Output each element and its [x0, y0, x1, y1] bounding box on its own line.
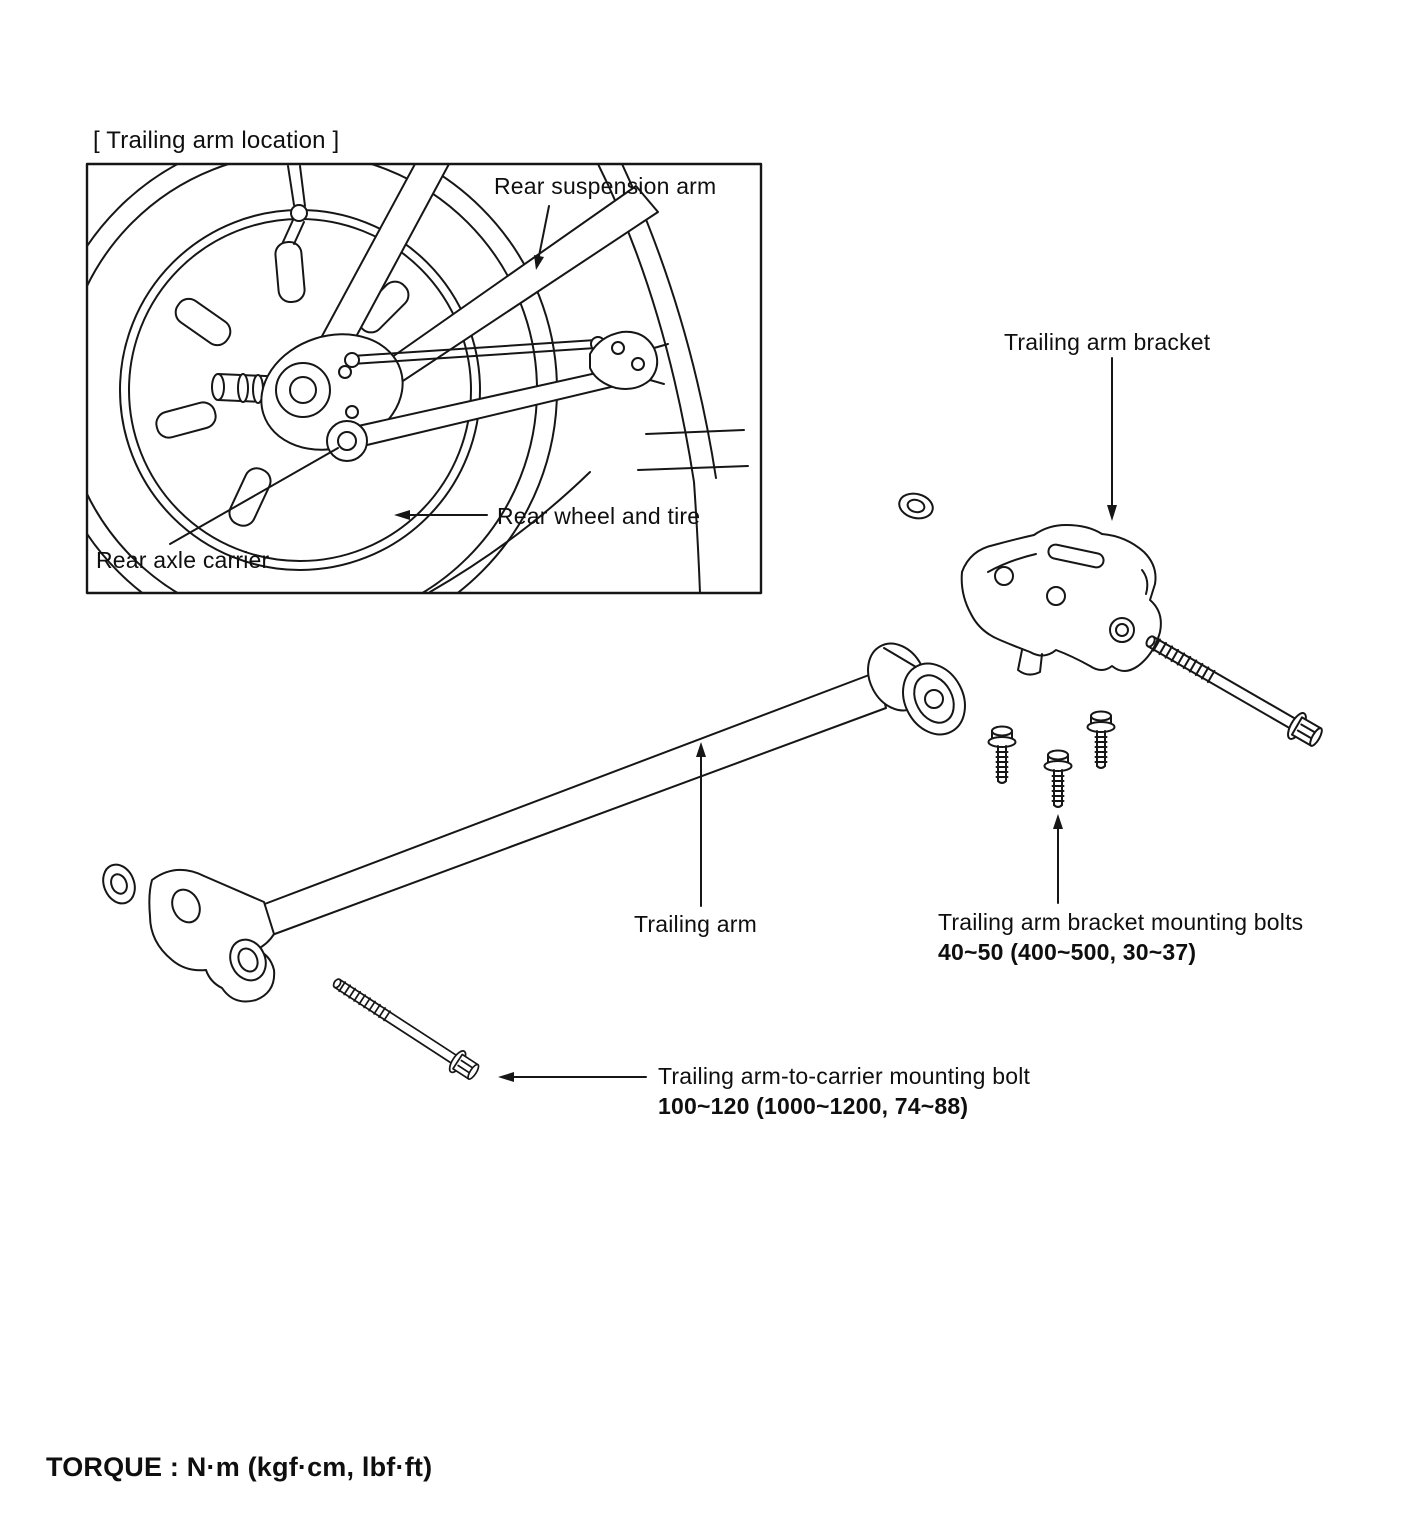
arrow-trailing-arm — [696, 742, 706, 907]
bracket-washer — [898, 492, 934, 520]
label-rear-wheel-and-tire: Rear wheel and tire — [497, 503, 701, 529]
torque-carrier-mounting-bolt: 100~120 (1000~1200, 74~88) — [658, 1093, 969, 1119]
carrier-mounting-bolt — [327, 970, 484, 1085]
label-rear-axle-carrier: Rear axle carrier — [96, 547, 270, 573]
trailing-arm-part — [102, 642, 966, 1003]
bracket-mounting-bolt-1 — [987, 725, 1017, 784]
torque-bracket-mounting-bolts: 40~50 (400~500, 30~37) — [938, 939, 1197, 965]
inset-wheel-drawing — [87, 164, 761, 593]
label-trailing-arm: Trailing arm — [634, 911, 757, 937]
arrow-bracket-mounting-bolts — [1053, 814, 1063, 904]
bracket-mounting-bolt-3 — [1086, 710, 1116, 769]
arrow-carrier-mounting-bolt — [498, 1072, 647, 1082]
bracket-mounting-bolt-2 — [1043, 749, 1073, 808]
inset-title: [ Trailing arm location ] — [93, 127, 340, 154]
fork-washer — [102, 863, 136, 905]
label-rear-suspension-arm: Rear suspension arm — [494, 173, 717, 199]
label-trailing-arm-bracket: Trailing arm bracket — [1004, 329, 1211, 355]
leader-rear-axle-carrier — [169, 447, 339, 545]
arrow-trailing-arm-bracket — [1107, 357, 1117, 521]
torque-units-note: TORQUE : N·m (kgf·cm, lbf·ft) — [46, 1452, 433, 1482]
trailing-arm-bracket-part — [898, 492, 1328, 808]
inset-box-border — [85, 162, 763, 595]
label-bracket-mounting-bolts: Trailing arm bracket mounting bolts — [938, 909, 1304, 935]
bracket-long-bolt — [1139, 626, 1328, 753]
arrow-rear-suspension-arm — [534, 205, 550, 270]
label-carrier-mounting-bolt: Trailing arm-to-carrier mounting bolt — [658, 1063, 1031, 1089]
arrow-rear-wheel-and-tire — [394, 510, 488, 520]
